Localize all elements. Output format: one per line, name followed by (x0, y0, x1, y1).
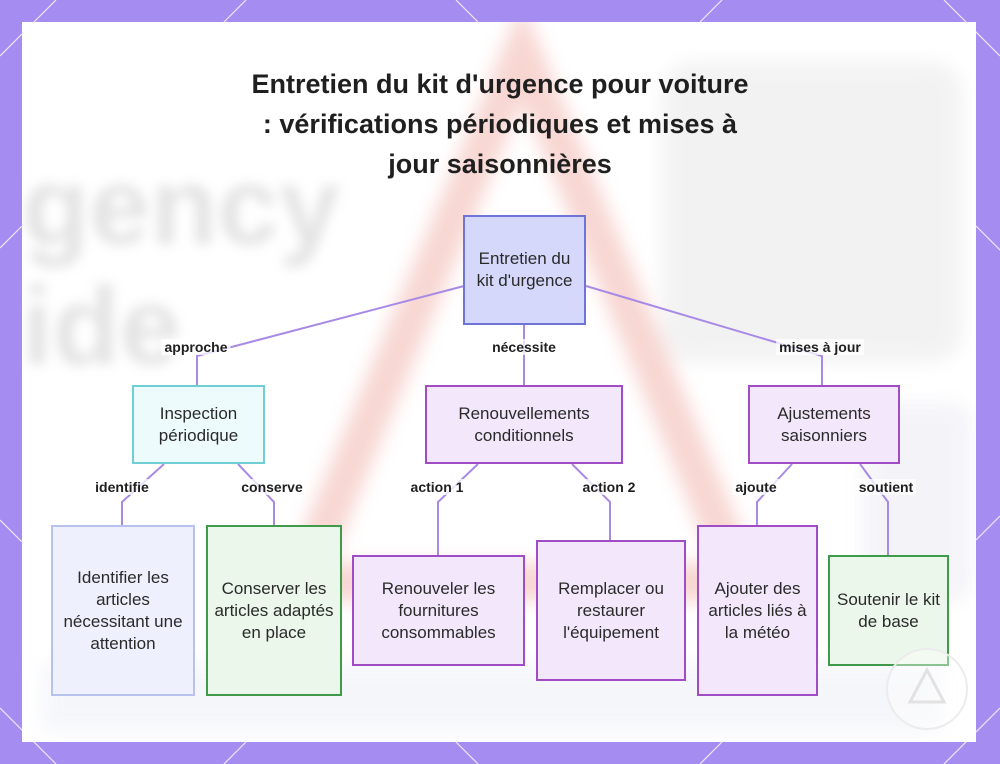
edge-root-ajustements (586, 286, 822, 386)
node-inspection: Inspection périodique (132, 385, 265, 464)
edge-label-approche: approche (161, 339, 230, 355)
node-soutenir-label: Soutenir le kit de base (836, 589, 941, 633)
node-ajouter-label: Ajouter des articles liés à la météo (705, 578, 810, 644)
edge-label-identifie: identifie (92, 479, 152, 495)
node-conserver-label: Conserver les articles adaptés en place (214, 578, 334, 644)
edge-label-action1: action 1 (408, 479, 467, 495)
node-conserver: Conserver les articles adaptés en place (206, 525, 342, 696)
edge-root-inspection (197, 286, 464, 386)
node-ajustements-label: Ajustements saisonniers (756, 403, 892, 447)
node-identifier: Identifier les articles nécessitant une … (51, 525, 195, 696)
node-ajouter: Ajouter des articles liés à la météo (697, 525, 818, 696)
node-ajustements: Ajustements saisonniers (748, 385, 900, 464)
node-root-label: Entretien du kit d'urgence (471, 248, 578, 292)
diagram-card: gency ide Entretien du kit d'urgence pou… (22, 22, 976, 742)
edge-renouvellements-remplacer (572, 464, 610, 540)
node-renouveler-label: Renouveler les fournitures consommables (360, 578, 517, 644)
edge-label-mises-a-jour: mises à jour (776, 339, 864, 355)
node-inspection-label: Inspection périodique (140, 403, 257, 447)
edge-inspection-identifier (122, 464, 164, 526)
node-remplacer: Remplacer ou restaurer l'équipement (536, 540, 686, 681)
edge-renouvellements-renouveler (438, 464, 478, 556)
edge-label-ajoute: ajoute (732, 479, 779, 495)
edge-label-necessite: nécessite (489, 339, 559, 355)
node-renouvellements-label: Renouvellements conditionnels (433, 403, 615, 447)
edge-inspection-conserver (238, 464, 274, 526)
node-remplacer-label: Remplacer ou restaurer l'équipement (544, 578, 678, 644)
node-identifier-label: Identifier les articles nécessitant une … (59, 567, 187, 655)
warning-logo-icon (886, 648, 968, 730)
edge-ajustements-soutenir (860, 464, 888, 556)
node-root: Entretien du kit d'urgence (463, 215, 586, 325)
edge-label-soutient: soutient (856, 479, 916, 495)
edge-label-conserve: conserve (238, 479, 305, 495)
node-renouvellements: Renouvellements conditionnels (425, 385, 623, 464)
edge-label-action2: action 2 (580, 479, 639, 495)
edge-ajustements-ajouter (757, 464, 792, 526)
node-renouveler: Renouveler les fournitures consommables (352, 555, 525, 666)
